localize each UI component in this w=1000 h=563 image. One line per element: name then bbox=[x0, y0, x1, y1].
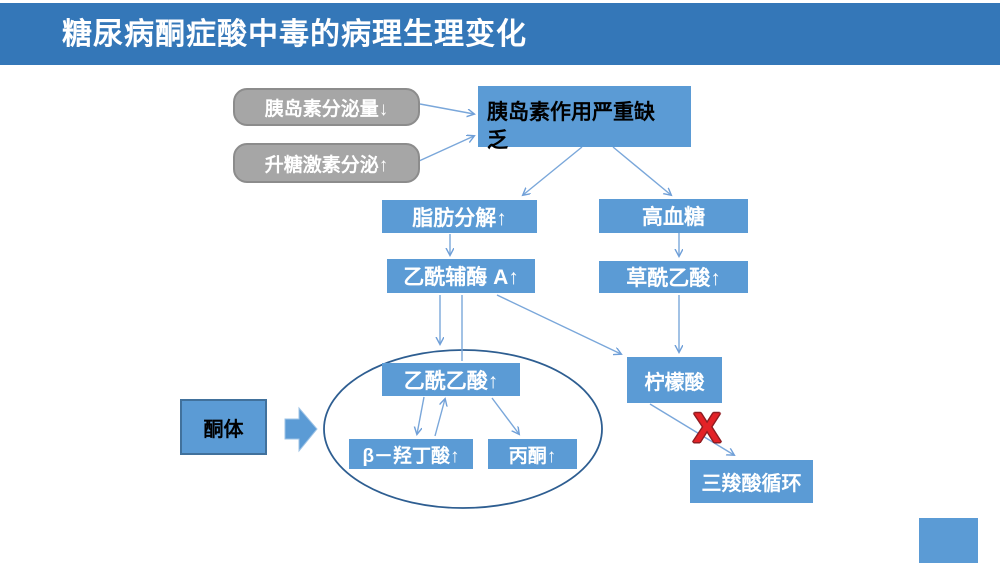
node-hyperglycemia: 高血糖 bbox=[599, 199, 748, 233]
node-acetyl-coa: 乙酰辅酶 A↑ bbox=[387, 259, 535, 293]
node-acetoacetate: 乙酰乙酸↑ bbox=[382, 363, 520, 396]
node-lipolysis: 脂肪分解↑ bbox=[382, 200, 537, 233]
node-ketone-body: 酮体 bbox=[180, 399, 267, 455]
arrow-insulin-to-deficiency bbox=[419, 103, 474, 114]
arrow-citrate-to-tca bbox=[649, 403, 734, 455]
node-ketone-body-label: 酮体 bbox=[203, 418, 244, 441]
node-insulin-deficiency-label: 胰岛素作用严重缺乏 bbox=[487, 101, 655, 152]
arrow-bhb-to-acetoacetate bbox=[434, 399, 445, 437]
node-tca-cycle-label: 三羧酸循环 bbox=[701, 473, 802, 495]
node-citrate: 柠檬酸 bbox=[627, 357, 722, 403]
arrow-acetoacetate-to-bhb bbox=[417, 396, 425, 434]
node-acetone: 丙酮↑ bbox=[488, 439, 577, 469]
node-beta-hydroxybutyrate: β－羟丁酸↑ bbox=[349, 439, 473, 469]
node-insulin-secretion: 胰岛素分泌量↓ bbox=[233, 88, 420, 126]
arrow-acetoacetate-to-acetone bbox=[491, 397, 519, 434]
arrow-deficiency-to-hyperglycemia bbox=[612, 146, 671, 195]
node-insulin-secretion-label: 胰岛素分泌量↓ bbox=[264, 98, 389, 120]
node-acetoacetate-label: 乙酰乙酸↑ bbox=[403, 369, 499, 393]
node-hyperglycemia-label: 高血糖 bbox=[642, 206, 705, 229]
node-acetone-label: 丙酮↑ bbox=[508, 445, 557, 467]
node-tca-cycle: 三羧酸循环 bbox=[690, 460, 813, 503]
arrow-acetylcoa-to-citrate bbox=[496, 294, 621, 354]
node-beta-hydroxybutyrate-label: β－羟丁酸↑ bbox=[362, 445, 460, 467]
ketone-bodies-ellipse bbox=[323, 349, 603, 509]
node-oxaloacetate-label: 草酰乙酸↑ bbox=[626, 267, 721, 290]
node-glucagon-secretion-label: 升糖激素分泌↑ bbox=[264, 154, 389, 176]
arrow-deficiency-to-lipolysis bbox=[523, 146, 583, 195]
node-lipolysis-label: 脂肪分解↑ bbox=[412, 206, 507, 230]
node-acetyl-coa-label: 乙酰辅酶 A↑ bbox=[403, 266, 519, 289]
blocked-pathway-x-icon: X bbox=[692, 404, 721, 451]
node-insulin-deficiency bbox=[478, 86, 691, 147]
title-bar: 糖尿病酮症酸中毒的病理生理变化 bbox=[0, 3, 1000, 65]
slide-title: 糖尿病酮症酸中毒的病理生理变化 bbox=[62, 18, 527, 51]
block-arrow bbox=[284, 406, 318, 453]
arrow-glucagon-to-deficiency bbox=[418, 136, 474, 162]
corner-accent-square bbox=[919, 518, 978, 563]
node-oxaloacetate: 草酰乙酸↑ bbox=[599, 261, 748, 293]
node-glucagon-secretion: 升糖激素分泌↑ bbox=[233, 143, 420, 183]
node-citrate-label: 柠檬酸 bbox=[644, 371, 705, 394]
